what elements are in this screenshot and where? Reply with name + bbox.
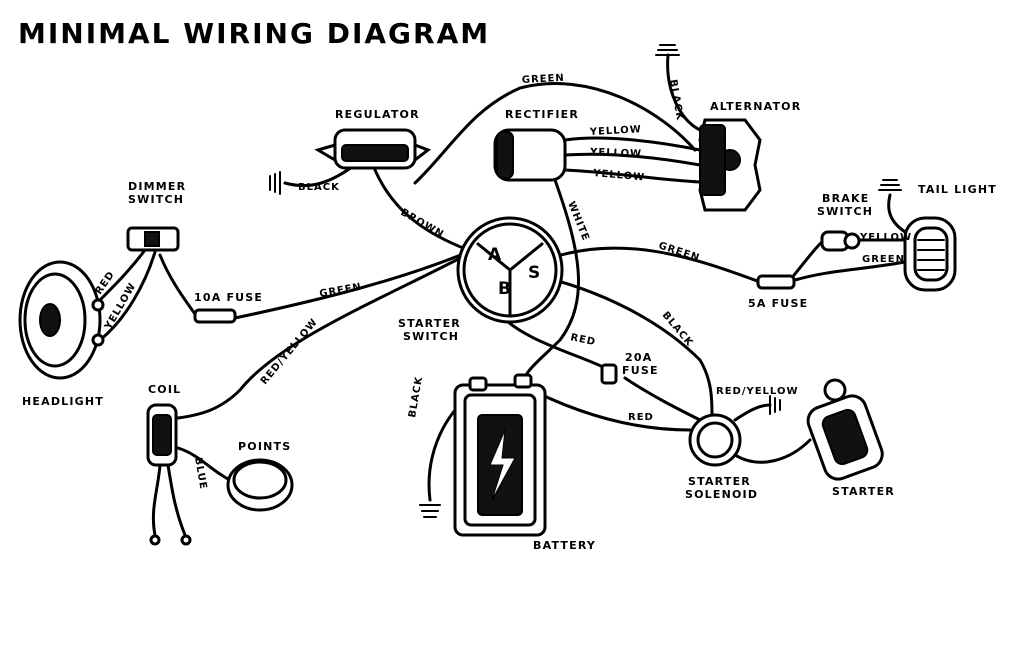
wire-fuse-solenoid [623,376,702,422]
starter-solenoid-label-2: SOLENOID [685,488,758,501]
headlight-label: HEADLIGHT [22,395,104,408]
wire-label-brown: BROWN [399,207,446,241]
wire-red-yellow-coil [176,252,470,420]
coil-label: COIL [148,383,181,396]
wire-yellow-3 [563,168,702,184]
wire-label-yellow-brake: YELLOW [859,232,912,243]
wire-black-regulator [283,163,357,188]
battery [453,373,547,537]
brake-switch[interactable] [820,230,861,252]
wire-label-black-alternator: BLACK [667,79,685,122]
starter-solenoid-label-1: STARTER [688,475,751,488]
starter-switch[interactable]: A B S [456,216,564,324]
headlight [18,260,105,380]
fuse-5a [756,274,796,290]
brake-switch-label-1: BRAKE [822,192,869,205]
alternator [698,118,762,212]
fuse-10a [193,308,237,324]
starter [806,378,884,481]
wire-red-battery [520,383,692,432]
dimmer-switch-label-2: SWITCH [128,193,184,206]
wire-solenoid-starter [733,438,812,464]
starter-solenoid [688,413,742,467]
wire-label-red-yellow-starter: RED/YELLOW [716,386,798,397]
ground-icon [769,395,781,415]
wire-red-yellow-starter [733,403,772,422]
wire-label-yellow-3: YELLOW [592,168,646,184]
ground-symbols [269,44,902,518]
wire-green-fuse [233,250,470,320]
starter-switch-label-2: SWITCH [403,330,459,343]
wire-label-green-fuse: GREEN [319,282,363,300]
wire-yellow-head [98,250,157,342]
wire-blue [176,446,232,482]
ground-icon [269,171,281,195]
wires [98,53,907,502]
regulator-label: REGULATOR [335,108,420,121]
wire-black-alternator [666,53,702,132]
dimmer-switch[interactable] [126,226,180,252]
wire-label-black-battery: BLACK [407,375,425,418]
fuse-5a-label: 5A FUSE [748,297,808,310]
terminal-s-label: S [528,263,540,283]
wire-tail-ground [887,193,907,234]
wire-label-red-battery: RED [628,412,654,423]
coil-lead-2 [166,463,187,537]
wire-fuse-dimmer [158,253,197,316]
brake-switch-label-2: SWITCH [817,205,873,218]
wire-red-head [98,248,147,302]
wire-green-tail [538,246,762,284]
regulator [314,128,432,170]
wire-green-top [413,82,697,185]
ground-icon [419,504,441,518]
wire-label-red-switch: RED [569,332,597,348]
points [226,458,294,512]
fuse-20a [600,363,618,385]
wire-yellow-1 [563,136,702,152]
ground-icon [878,179,902,191]
component-labels: REGULATOR RECTIFIER ALTERNATOR DIMMER SW… [22,100,997,552]
tail-light-label: TAIL LIGHT [918,183,997,196]
starter-label: STARTER [832,485,895,498]
wire-label-green-top: GREEN [522,73,565,86]
wire-green-tail2 [793,260,907,282]
fuse-10a-label: 10A FUSE [194,291,263,304]
rectifier [493,128,567,182]
wire-white [520,178,580,387]
wire-yellow-2 [563,152,702,167]
fuse-20a-label-1: 20A [625,351,652,364]
wire-black-solenoid [533,273,714,417]
wire-label-black-regulator: BLACK [298,182,340,193]
coil [146,403,192,546]
wire-label-red-yellow-coil: RED/YELLOW [259,317,320,387]
wire-label-green-tail2: GREEN [862,254,905,265]
coil-lead-1 [151,463,162,537]
starter-switch-label-1: STARTER [398,317,461,330]
points-label: POINTS [238,440,291,453]
wire-label-blue: BLUE [192,457,208,491]
wire-brake-feed [788,240,824,282]
wire-brown [373,168,470,252]
terminal-a-label: A [488,245,502,265]
wire-label-yellow-2: YELLOW [589,147,642,160]
terminal-b-label: B [498,279,511,299]
dimmer-switch-label-1: DIMMER [128,180,186,193]
ground-icon [655,44,680,56]
wire-label-green-tail: GREEN [657,240,701,264]
fuse-20a-label-2: FUSE [622,364,659,377]
alternator-label: ALTERNATOR [710,100,801,113]
wire-label-yellow-1: YELLOW [589,124,643,138]
rectifier-label: RECTIFIER [505,108,579,121]
tail-light [903,216,957,292]
battery-label: BATTERY [533,539,596,552]
diagram-title: MINIMAL WIRING DIAGRAM [18,17,490,50]
